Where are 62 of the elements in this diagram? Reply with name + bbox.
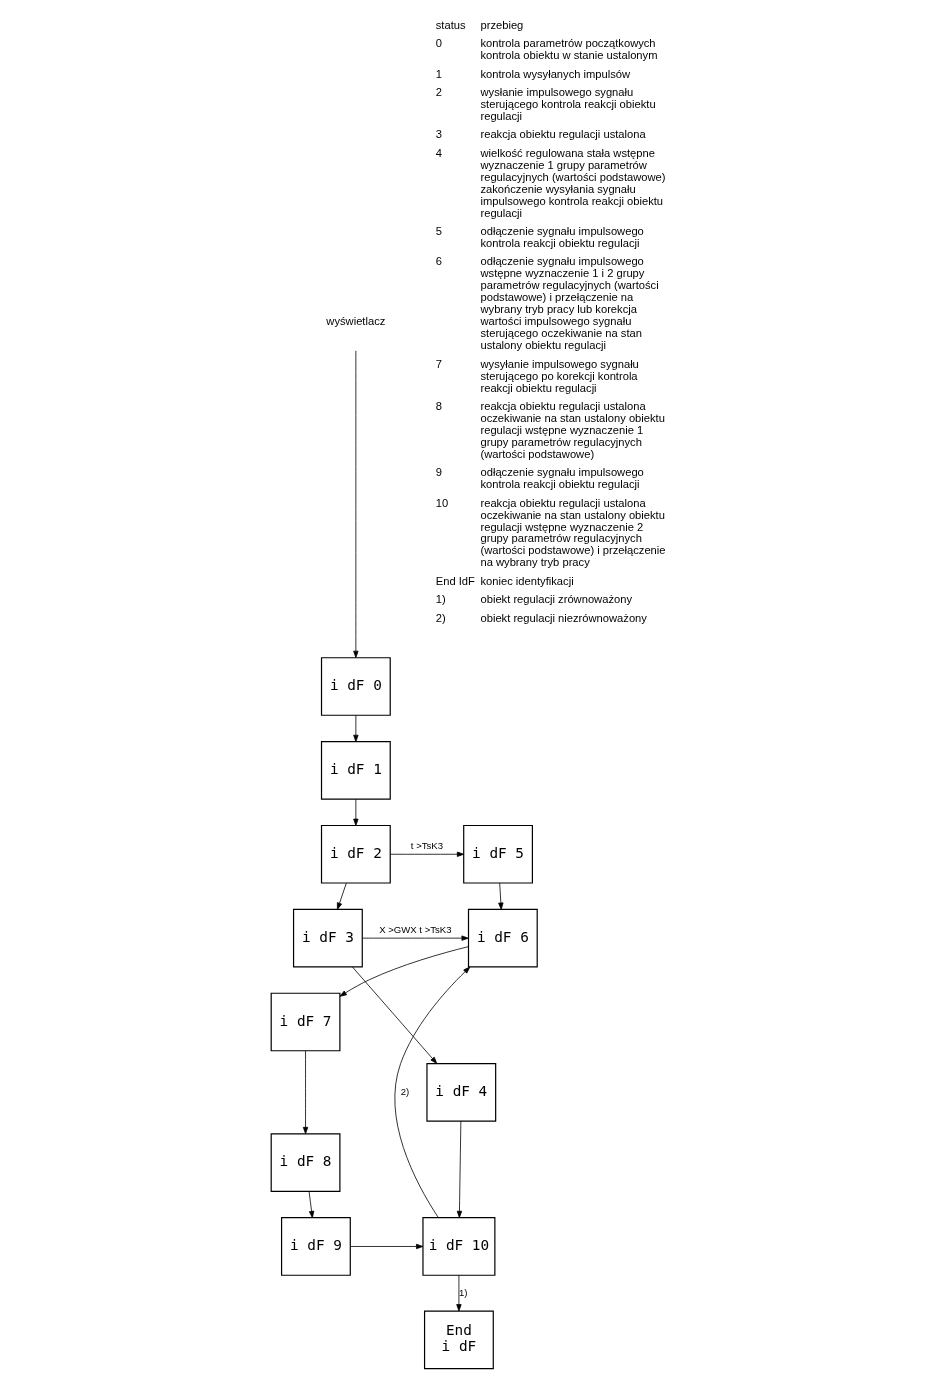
node-box: i dF 9 — [280, 1217, 351, 1276]
label: 1) — [435, 593, 446, 606]
label: 8 — [435, 399, 442, 412]
label: status — [435, 18, 466, 31]
arrow — [352, 966, 438, 1064]
arrow — [302, 1050, 309, 1135]
label: 2 — [435, 85, 442, 98]
label: obiekt regulacji niezrównoważony — [480, 611, 647, 624]
arrow — [353, 715, 359, 742]
arrow — [456, 1120, 463, 1218]
node-box: i dF 5 — [463, 824, 533, 884]
label: odłączenie sygnału impulsowego kontrola reakcji obiektu regulacji — [480, 224, 644, 249]
arrow — [339, 946, 469, 997]
label: 1 — [435, 67, 442, 80]
arrow — [353, 798, 359, 826]
label: 3 — [435, 128, 442, 141]
edge-label: 1) — [459, 1286, 468, 1298]
node-box: i dF 7 — [270, 992, 341, 1052]
label: odłączenie sygnału impulsowego wstępne wyznaczenie 1 i 2 grupy parametrów regulacyjnych (wartości podstawowe) i przełączenie na wybrany tryb pracy lub korekcja wartości impulsowego sygnału sterującego oczekiwanie na stan ustalony obiektu regulacji — [480, 255, 659, 352]
label: wysłanie impulsowego sygnału sterującego kontrola reakcji obiektu regulacji — [480, 85, 656, 122]
node-box: i dF 6 — [467, 908, 538, 968]
label: wysyłanie impulsowego sygnału sterującego po korekcji kontrola reakcji obiektu regulacji — [480, 357, 639, 394]
label: obiekt regulacji zrównoważony — [480, 593, 633, 606]
label: End IdF — [435, 574, 475, 587]
arrow — [361, 935, 469, 941]
label: reakcja obiektu regulacji ustalona oczekiwanie na stan ustalony obiektu regulacji wstępne wyznaczenie 1 grupy parametrów regulacyjnych (wartości podstawowe) — [480, 399, 665, 460]
label: kontrola wysyłanych impulsów — [480, 67, 631, 80]
arrow — [349, 1243, 424, 1250]
node-box: i dF 1 — [320, 741, 391, 800]
edge-label: 2) — [400, 1085, 410, 1097]
arrow — [498, 882, 504, 910]
label: wielkość regulowana stała wstępne wyznaczenie 1 grupy parametrów regulacyjnych (wartości podstawowe) zakończenie wysyłania sygnału impulsowego kontrola reakcji obiektu regulacji — [480, 146, 666, 219]
label: 10 — [435, 496, 449, 509]
label: koniec identyfikacji — [480, 574, 574, 587]
label: reakcja obiektu regulacji ustalona oczekiwanie na stan ustalony obiektu regulacji wstępne wyznaczenie 2 grupy parametrów regulacyjnych (wartości podstawowe) i przełączenie na wybrany tryb pracy — [480, 496, 666, 569]
label: 4 — [435, 146, 442, 159]
node-box: i dF 4 — [426, 1062, 497, 1122]
arrow — [336, 882, 347, 910]
edge-label: t >TsK3 — [410, 840, 444, 852]
label: reakcja obiektu regulacji ustalona — [480, 128, 646, 141]
node-box: i dF 3 — [292, 908, 363, 968]
node-box: i dF 10 — [422, 1217, 496, 1276]
node-box: i dF 0 — [320, 657, 391, 716]
arrow — [389, 851, 465, 857]
label: 6 — [435, 255, 442, 268]
label: kontrola parametrów początkowych kontrola obiektu w stanie ustalonym — [480, 37, 658, 62]
label: odłączenie sygnału impulsowego kontrola reakcji obiektu regulacji — [480, 466, 644, 491]
label: 2) — [435, 611, 446, 624]
node-text: wyświetlacz — [326, 314, 386, 327]
arrow — [394, 966, 471, 1219]
arrow — [456, 1274, 462, 1312]
label: przebieg — [480, 18, 524, 31]
node-box: i dF 2 — [320, 824, 391, 884]
label: 9 — [435, 466, 442, 479]
label: 7 — [435, 357, 442, 370]
node-box: i dF 8 — [270, 1133, 341, 1192]
label: 5 — [435, 224, 442, 237]
label: 0 — [435, 37, 442, 50]
edge-label: X >GWX t >TsK3 — [379, 924, 452, 936]
node-box: End i dF — [423, 1310, 494, 1370]
arrow — [353, 350, 359, 658]
arrow — [308, 1191, 315, 1219]
